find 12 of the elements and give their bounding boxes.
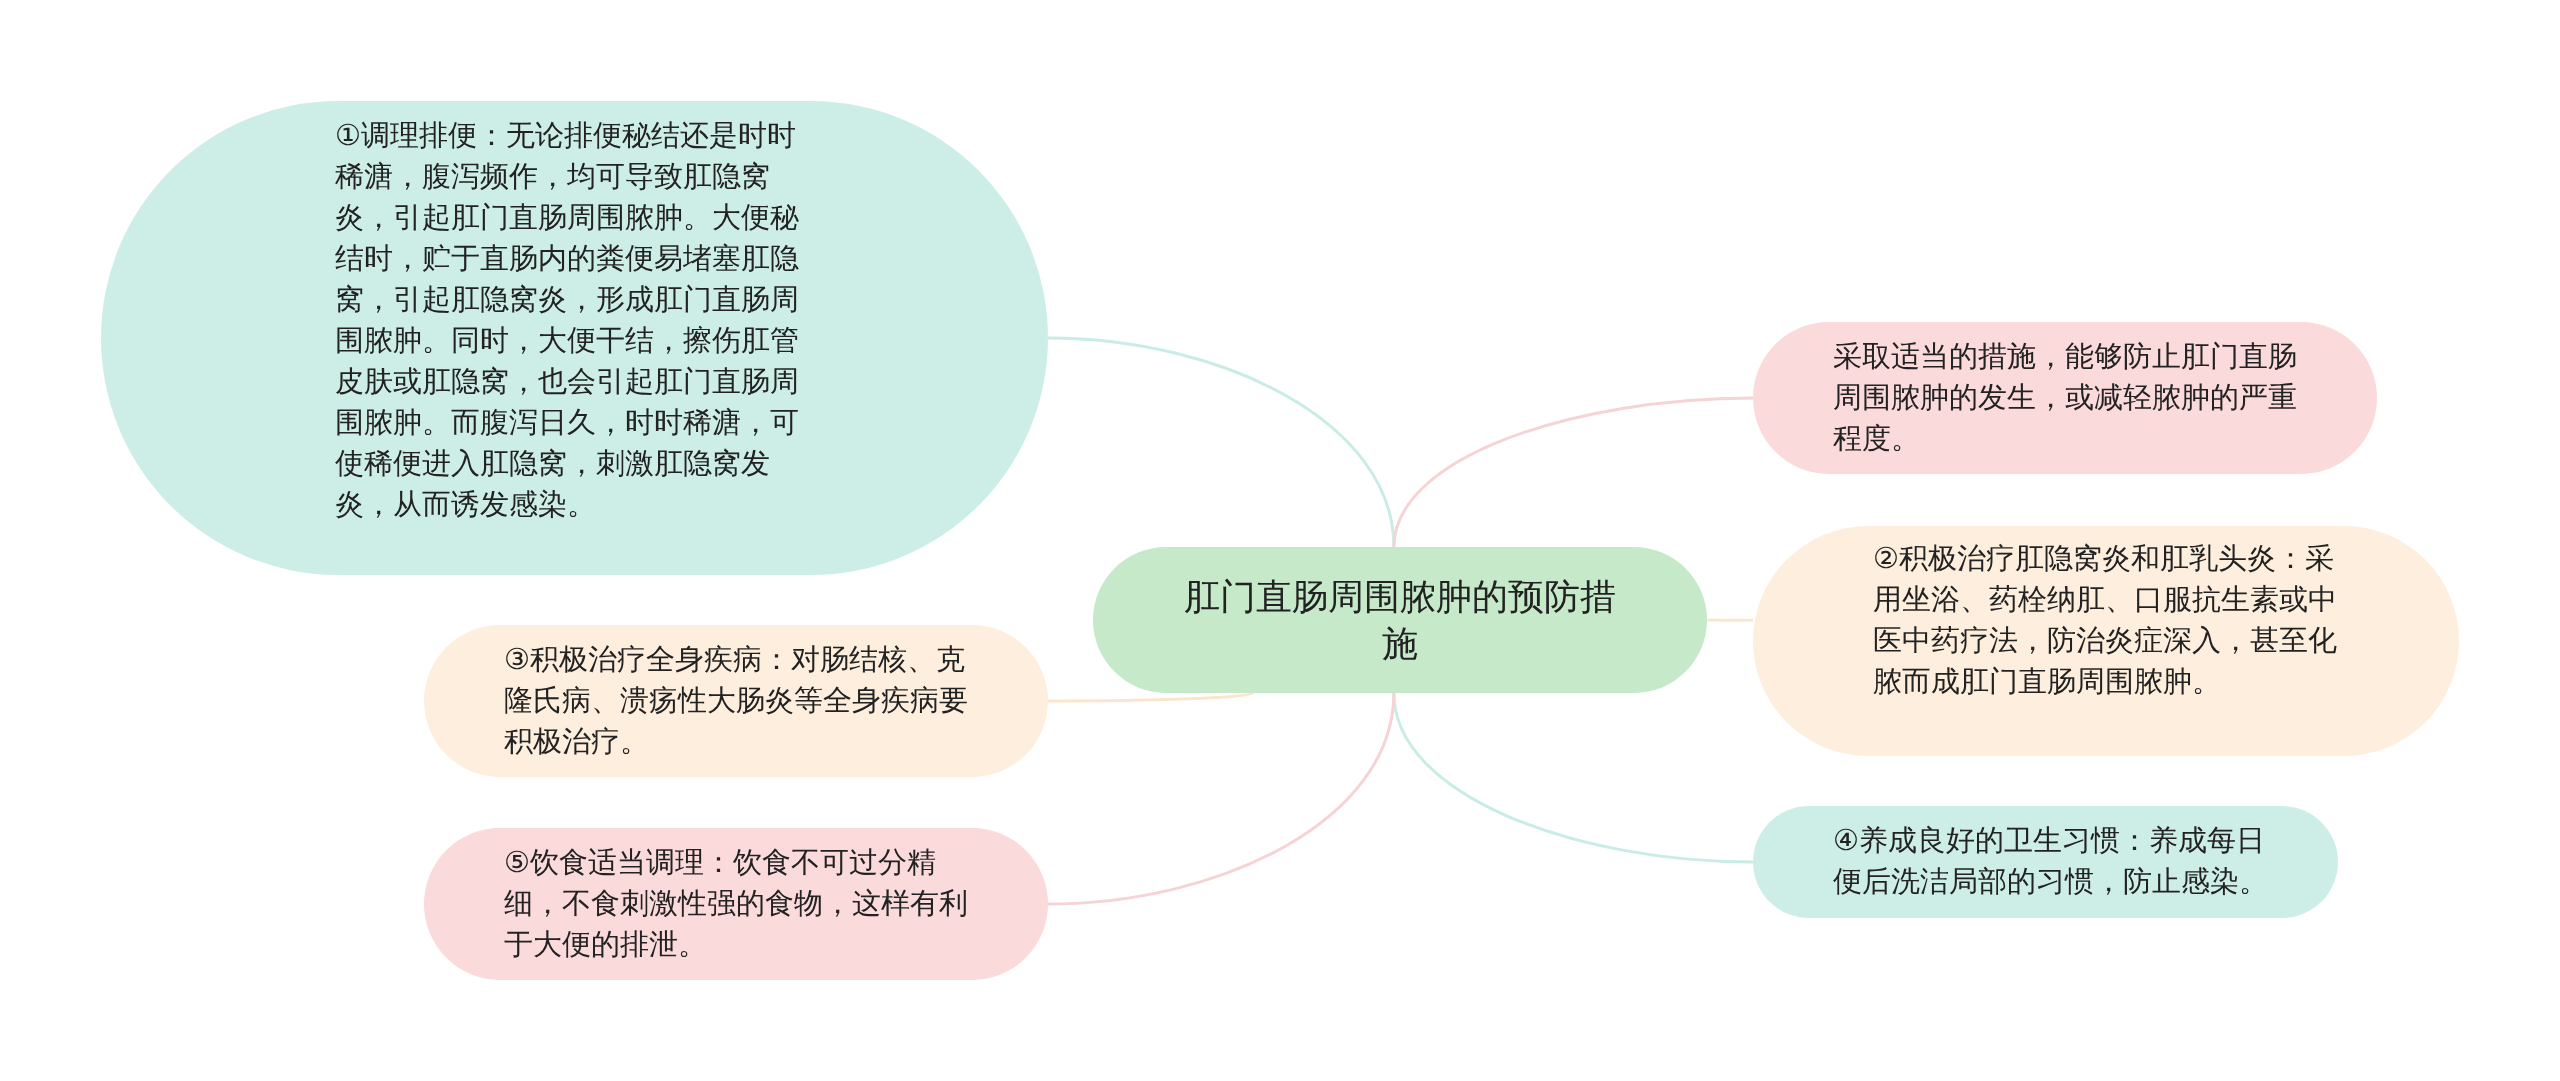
connector-line bbox=[1048, 691, 1254, 703]
connector-line bbox=[1047, 692, 1396, 906]
connector-line bbox=[1047, 336, 1396, 548]
topic-text: ②积极治疗肛隐窝炎和肛乳头炎：采用坐浴、药栓纳肛、口服抗生素或中医中药疗法，防治炎症深入，甚至化脓而成肛门直肠周围脓肿。 bbox=[1873, 540, 2338, 700]
connector-line bbox=[1706, 618, 1753, 622]
topic-text: ③积极治疗全身疾病：对肠结核、克隆氏病、溃疡性大肠炎等全身疾病要积极治疗。 bbox=[504, 641, 969, 760]
topic-title: 肛门直肠周围脓肿的预防措施 bbox=[1183, 575, 1617, 666]
topic-text: 采取适当的措施，能够防止肛门直肠周围脓肿的发生，或减轻脓肿的严重程度。 bbox=[1833, 338, 2298, 457]
topic-text: ④养成良好的卫生习惯：养成每日便后洗洁局部的习惯，防止感染。 bbox=[1833, 822, 2269, 900]
topic-text: ⑤饮食适当调理：饮食不可过分精细，不食刺激性强的食物，这样有利于大便的排泄。 bbox=[504, 844, 969, 963]
connector-line bbox=[1392, 396, 1754, 548]
topic-text: ①调理排便：无论排便秘结还是时时稀溏，腹泻频作，均可导致肛隐窝炎，引起肛门直肠周围脓肿。大便秘结时，贮于直肠内的粪便易堵塞肛隐窝，引起肛隐窝炎，形成肛门直肠周围脓肿。同时，大便干结，擦伤肛管皮肤或肛隐窝，也会引起肛门直肠周围脓肿。而腹泻日久，时时稀溏，可使稀便进入肛隐窝，刺激肛隐窝发炎，从而诱发感染。 bbox=[335, 117, 800, 523]
